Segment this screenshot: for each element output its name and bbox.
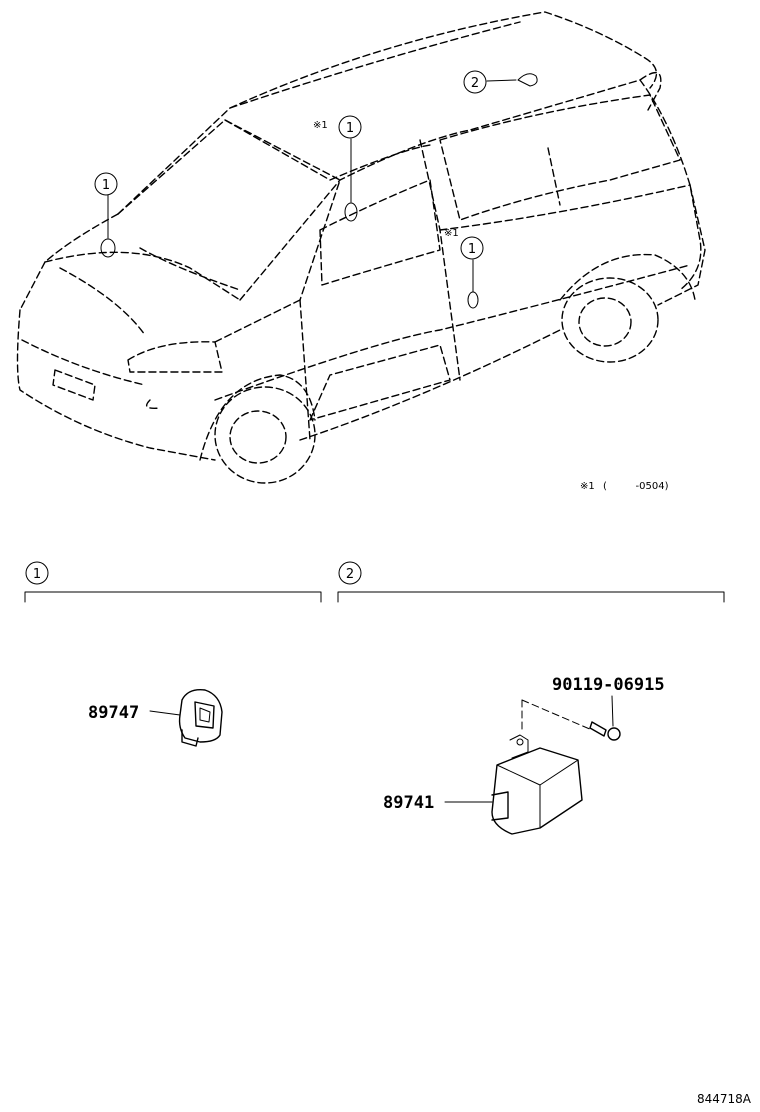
note-mark-door: ※1 [444,228,459,239]
section-1-callout: 1 [33,567,41,582]
sensor-part-drawing [178,689,223,747]
bolt-part-drawing [521,695,621,741]
section-2-header: 2 [337,561,725,603]
callout-1-pillar: 1 [346,121,354,136]
sensor-location-hood: 1 [94,172,118,258]
callout-1-hood: 1 [102,178,110,193]
legend-mark: ※1 [580,481,595,492]
callout-1-door: 1 [468,242,476,257]
part-number-89747: 89747 [88,703,139,723]
part-number-89741: 89741 [383,793,434,813]
reference-code: 844718A [697,1092,752,1106]
sensor-leader-line [149,710,181,716]
legend-range: ( -0504) [603,481,669,492]
section-2-callout: 2 [346,567,354,582]
sensor-location-pillar: 1 ※1 [313,115,362,222]
callout-2-rear: 2 [471,76,479,91]
sensor-location-door: 1 ※1 [444,228,484,309]
section-1-header: 1 [24,561,322,603]
module-part-drawing [491,734,583,835]
module-location-rear: 2 [463,70,538,94]
part-number-90119-06915: 90119-06915 [552,675,665,695]
note-mark-pillar: ※1 [313,120,328,131]
vehicle-illustration [16,11,706,484]
